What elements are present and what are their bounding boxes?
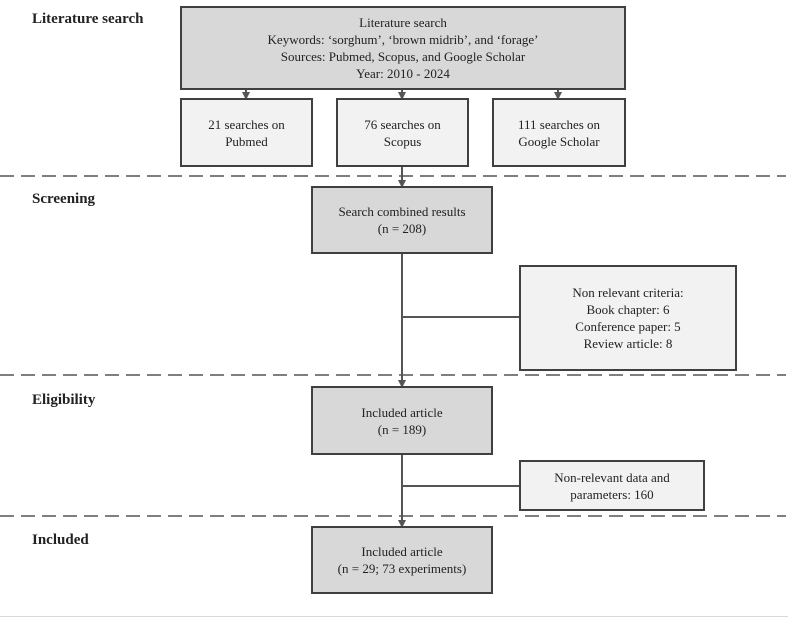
box-text-line: Year: 2010 - 2024 xyxy=(356,66,450,81)
box-text-line: (n = 29; 73 experiments) xyxy=(337,561,467,576)
box-text-line: Conference paper: 5 xyxy=(575,319,681,334)
source-box-scopus: 76 searches on Scopus xyxy=(336,98,469,167)
included-article-box: Included article (n = 189) xyxy=(311,386,493,455)
source-box-google-scholar: 111 searches on Google Scholar xyxy=(492,98,626,167)
final-included-box: Included article (n = 29; 73 experiments… xyxy=(311,526,493,594)
stage-label-screening: Screening xyxy=(32,191,96,207)
box-text-line: Scopus xyxy=(383,133,422,149)
box-text-line: parameters: 160 xyxy=(570,486,654,502)
box-text-line: 111 searches on xyxy=(517,116,601,132)
stage-label-included: Included xyxy=(32,532,89,548)
box-text-line: (n = 208) xyxy=(377,221,427,236)
box-text-line: 76 searches on xyxy=(364,116,441,132)
box-text-line: Pubmed xyxy=(225,133,268,149)
box-text-line: Included article xyxy=(361,544,443,559)
box-text-line: (n = 189) xyxy=(377,421,427,437)
stage-label-eligibility: Eligibility xyxy=(32,392,96,408)
stage-label-literature-search: Literature search xyxy=(32,11,144,27)
box-text-line: Keywords: ‘sorghum’, ‘brown midrib’, and… xyxy=(267,32,539,47)
box-text-line: Literature search xyxy=(359,15,447,30)
source-box-pubmed: 21 searches on Pubmed xyxy=(180,98,313,167)
box-text-line: Included article xyxy=(361,404,443,420)
exclusion-box-data: Non-relevant data and parameters: 160 xyxy=(519,460,705,511)
bottom-border xyxy=(0,616,788,617)
exclusion-box-criteria: Non relevant criteria: Book chapter: 6 C… xyxy=(519,265,737,371)
box-text-line: Book chapter: 6 xyxy=(586,302,670,317)
combined-results-box: Search combined results (n = 208) xyxy=(311,186,493,254)
box-text-line: 21 searches on xyxy=(208,116,285,132)
box-text-line: Non relevant criteria: xyxy=(572,285,684,300)
box-text-line: Search combined results xyxy=(338,204,466,219)
box-text-line: Google Scholar xyxy=(518,133,600,149)
box-text-line: Non-relevant data and xyxy=(554,469,670,485)
box-text-line: Review article: 8 xyxy=(583,336,673,351)
literature-search-box: Literature search Keywords: ‘sorghum’, ‘… xyxy=(180,6,626,90)
box-text-line: Sources: Pubmed, Scopus, and Google Scho… xyxy=(280,49,526,64)
